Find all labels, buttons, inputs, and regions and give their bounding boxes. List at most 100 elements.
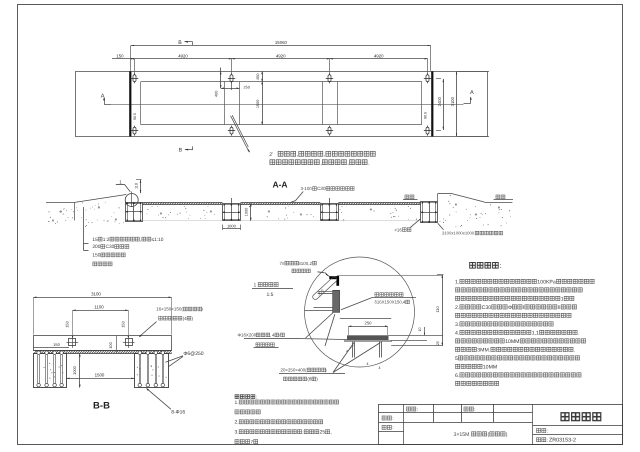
svg-text:6.: 6. xyxy=(455,373,459,379)
svg-text:3100: 3100 xyxy=(450,96,455,106)
svg-text::: : xyxy=(302,430,303,436)
svg-text:.: . xyxy=(578,330,579,336)
svg-text:,: , xyxy=(297,152,299,158)
svg-text:150: 150 xyxy=(116,53,124,58)
svg-text:2400: 2400 xyxy=(437,96,442,106)
svg-text::: : xyxy=(256,394,257,400)
svg-text:2.: 2. xyxy=(455,305,459,311)
svg-text:400: 400 xyxy=(215,91,219,97)
svg-text:10MM: 10MM xyxy=(505,339,519,345)
svg-text:1000: 1000 xyxy=(72,365,77,374)
svg-text:C30: C30 xyxy=(482,305,492,311)
svg-text:1000: 1000 xyxy=(227,223,237,228)
svg-text:110: 110 xyxy=(135,183,139,189)
svg-text::: : xyxy=(474,407,475,413)
svg-text:): ) xyxy=(325,368,327,373)
svg-text:16×150×150(: 16×150×150( xyxy=(156,307,183,312)
svg-text:100: 100 xyxy=(108,341,113,348)
svg-text:I: I xyxy=(523,305,524,311)
svg-text:4: 4 xyxy=(367,362,369,366)
svg-text::: : xyxy=(547,438,548,444)
svg-text:850: 850 xyxy=(256,74,260,80)
svg-text:7: 7 xyxy=(250,439,253,445)
svg-text:10MM: 10MM xyxy=(483,364,497,370)
svg-text:110: 110 xyxy=(435,306,440,313)
svg-text:2.: 2. xyxy=(235,420,239,426)
svg-text::: : xyxy=(392,416,393,422)
svg-text:/: / xyxy=(279,333,281,338)
svg-text:): ) xyxy=(201,307,203,312)
svg-text:1500: 1500 xyxy=(256,100,260,108)
svg-text:4: 4 xyxy=(379,366,381,370)
svg-text:4.: 4. xyxy=(455,330,459,336)
svg-text:1,1: 1,1 xyxy=(532,330,539,336)
svg-text:1000: 1000 xyxy=(245,208,249,216)
svg-text:): ) xyxy=(506,432,508,438)
svg-text:250: 250 xyxy=(365,321,373,326)
svg-text:150: 150 xyxy=(53,342,60,347)
svg-text:3100x1000x1000: 3100x1000x1000 xyxy=(442,231,475,236)
svg-text:(: ( xyxy=(488,432,490,438)
svg-text:3.: 3. xyxy=(235,430,239,436)
svg-text:250: 250 xyxy=(244,85,250,89)
svg-text:3MM.: 3MM. xyxy=(477,347,490,353)
svg-text:8-Φ16: 8-Φ16 xyxy=(171,409,185,415)
svg-text:10: 10 xyxy=(418,327,422,331)
svg-text:1500: 1500 xyxy=(95,373,105,378)
svg-text:150: 150 xyxy=(120,320,125,327)
svg-text:1: 1 xyxy=(254,282,257,288)
svg-text:1:5: 1:5 xyxy=(267,292,274,298)
svg-text:3100: 3100 xyxy=(91,292,101,297)
svg-text:Φ6@250: Φ6@250 xyxy=(183,351,203,357)
svg-text:C30: C30 xyxy=(317,186,326,191)
svg-text:1100: 1100 xyxy=(94,305,104,310)
svg-text:150: 150 xyxy=(92,253,100,259)
svg-text:,: , xyxy=(320,160,322,166)
svg-text:15060: 15060 xyxy=(275,40,288,45)
svg-text::: : xyxy=(417,407,418,413)
svg-text:1:2: 1:2 xyxy=(103,237,110,243)
svg-text:≤1:10: ≤1:10 xyxy=(152,237,164,243)
svg-text:B-B: B-B xyxy=(93,401,110,412)
svg-text:4920: 4920 xyxy=(178,53,188,58)
svg-text:5: 5 xyxy=(455,356,458,362)
svg-text:1: 1 xyxy=(119,179,122,184)
svg-text:20: 20 xyxy=(436,341,440,345)
svg-text:δ16X150X150,4: δ16X150X150,4 xyxy=(375,300,406,305)
svg-text:,: , xyxy=(324,152,326,158)
svg-text:): ) xyxy=(192,316,194,321)
svg-text:3-100: 3-100 xyxy=(301,186,313,191)
svg-text:.: . xyxy=(574,347,575,353)
svg-text::: : xyxy=(499,261,501,270)
svg-text:A: A xyxy=(470,90,474,96)
svg-text:Φ: Φ xyxy=(508,305,512,311)
svg-text:II: II xyxy=(558,305,561,311)
svg-text:100KPa: 100KPa xyxy=(537,279,556,285)
svg-text:≠16: ≠16 xyxy=(395,227,403,232)
svg-text:, 4: , 4 xyxy=(270,333,275,338)
svg-text:20×250×400(: 20×250×400( xyxy=(281,368,308,373)
svg-text:C30: C30 xyxy=(106,244,115,250)
svg-text:200: 200 xyxy=(92,244,100,250)
svg-text:3×15M: 3×15M xyxy=(454,432,470,438)
svg-text:25: 25 xyxy=(320,430,326,436)
svg-text:A-A: A-A xyxy=(272,179,287,189)
svg-text:,: , xyxy=(140,238,141,243)
svg-text:4920: 4920 xyxy=(276,53,286,58)
svg-text:ZR03153-2: ZR03153-2 xyxy=(549,438,576,444)
svg-text:15: 15 xyxy=(92,237,98,243)
svg-text:300: 300 xyxy=(316,288,325,297)
svg-text:1.: 1. xyxy=(455,279,459,285)
svg-text:A: A xyxy=(101,94,105,100)
svg-text:.: . xyxy=(368,160,370,166)
svg-text:(4: (4 xyxy=(183,316,188,321)
svg-text:B: B xyxy=(179,148,183,154)
svg-text::: : xyxy=(547,428,548,434)
svg-text:(8: (8 xyxy=(307,377,312,382)
svg-text:1: 1 xyxy=(561,296,564,302)
svg-text:4920: 4920 xyxy=(374,53,384,58)
svg-text:2': 2' xyxy=(269,152,273,158)
svg-text:90.5: 90.5 xyxy=(423,112,427,119)
svg-text::: : xyxy=(392,425,393,431)
svg-text:90.5: 90.5 xyxy=(133,113,137,120)
